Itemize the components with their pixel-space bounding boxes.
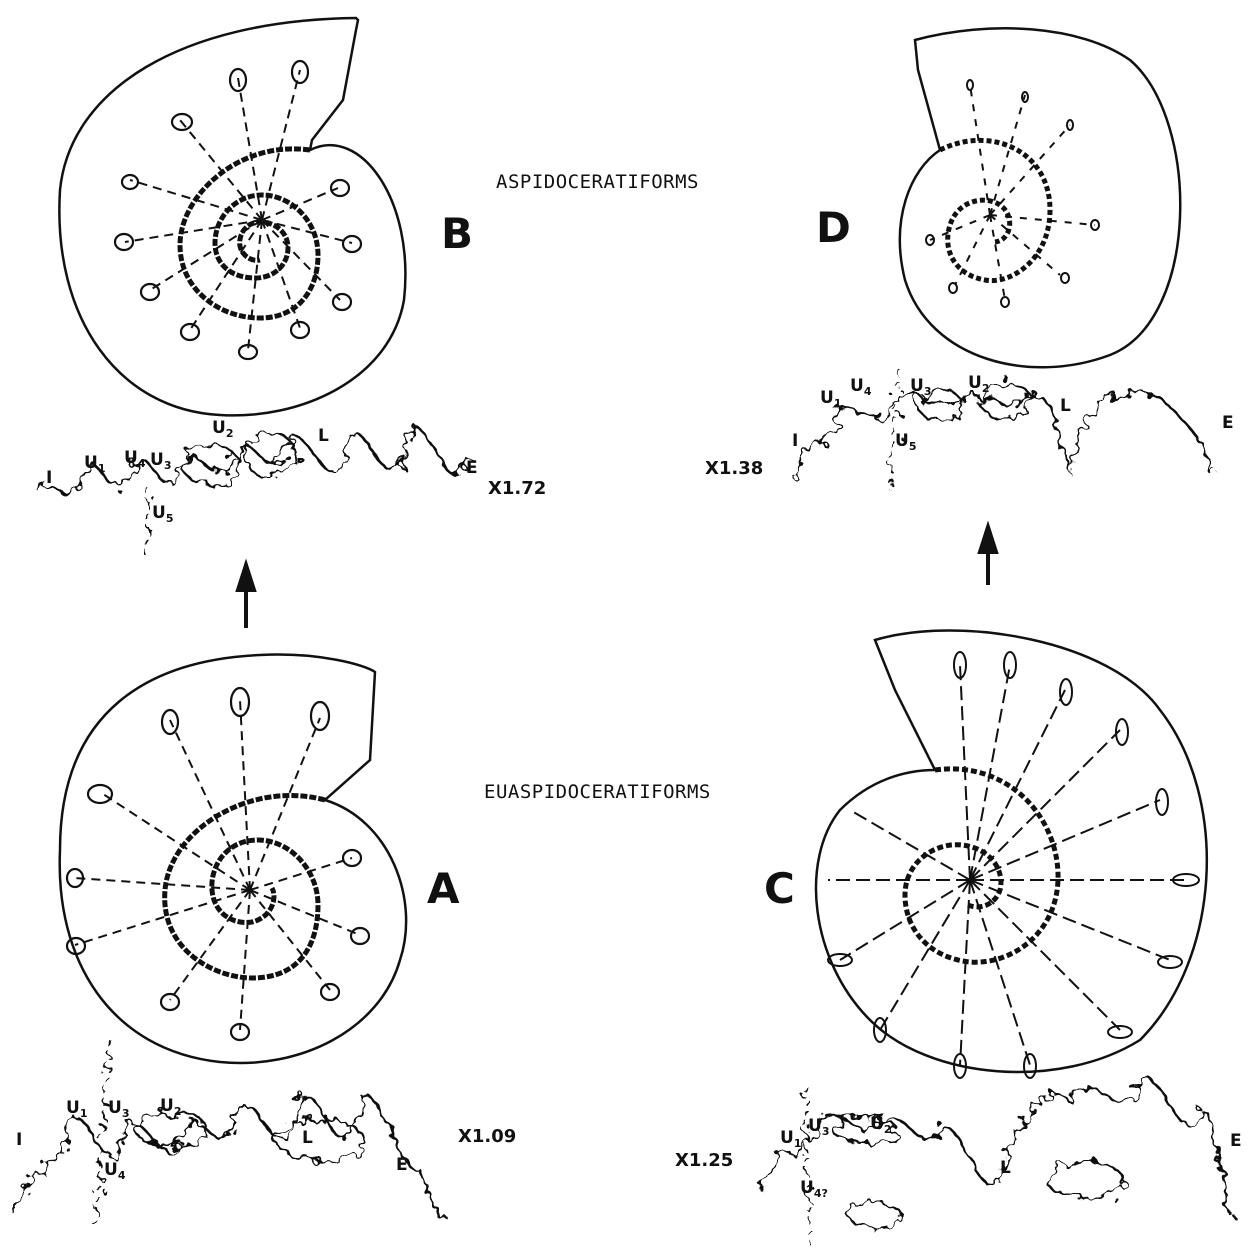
- suture-label-a-u3: U3: [108, 1100, 129, 1117]
- suture-label-d-e: E: [1222, 415, 1234, 432]
- suture-label-b-l: L: [318, 428, 329, 445]
- suture-label-c-l: L: [1000, 1160, 1011, 1177]
- group-label-lower: EUASPIDOCERATIFORMS: [484, 783, 711, 802]
- suture-label-a-u2: U2: [160, 1098, 181, 1115]
- suture-label-b-e: E: [466, 460, 478, 477]
- suture-label-b-u4: U4: [124, 450, 145, 467]
- suture-label-b-u3: U3: [150, 452, 171, 469]
- suture-label-d-u4: U4: [850, 378, 871, 395]
- suture-label-a-e: E: [396, 1157, 408, 1174]
- magnification-a: X1.09: [458, 1128, 516, 1146]
- suture-label-c-u3: U3: [808, 1118, 829, 1135]
- arrow-a-to-b: [238, 565, 254, 628]
- suture-label-a-u4: U4: [104, 1162, 125, 1179]
- ammonite-b: [59, 18, 405, 415]
- suture-label-a-i: I: [16, 1132, 22, 1149]
- suture-label-d-l: L: [1060, 398, 1071, 415]
- panel-letter-a: A: [427, 868, 460, 910]
- suture-label-c-u2: U2: [870, 1116, 891, 1133]
- suture-line-a: [15, 1040, 445, 1230]
- suture-label-a-l: L: [302, 1130, 313, 1147]
- suture-label-c-u4q: U4?: [800, 1180, 828, 1197]
- suture-label-b-i: I: [46, 470, 52, 487]
- arrow-c-to-d: [980, 527, 996, 585]
- panel-letter-c: C: [764, 868, 795, 910]
- panel-letter-b: B: [441, 213, 473, 255]
- suture-line-c: [760, 1077, 1230, 1245]
- magnification-d: X1.38: [705, 460, 763, 478]
- ammonite-d: [900, 28, 1180, 367]
- suture-line-b: [35, 428, 470, 555]
- magnification-b: X1.72: [488, 480, 546, 498]
- suture-label-c-u1: U1: [780, 1130, 801, 1147]
- suture-label-d-u5: U5: [895, 433, 916, 450]
- suture-label-d-u2: U2: [968, 375, 989, 392]
- suture-label-c-e: E: [1230, 1133, 1242, 1150]
- panel-letter-d: D: [816, 207, 851, 249]
- ammonite-a: [60, 655, 406, 1063]
- suture-label-a-u1: U1: [66, 1100, 87, 1117]
- ammonite-c: [816, 631, 1207, 1078]
- magnification-c: X1.25: [675, 1152, 733, 1170]
- suture-label-d-u3: U3: [910, 378, 931, 395]
- suture-label-b-u1: U1: [84, 455, 105, 472]
- suture-label-b-u2: U2: [212, 420, 233, 437]
- suture-label-d-u1: U1: [820, 390, 841, 407]
- group-label-upper: ASPIDOCERATIFORMS: [496, 173, 699, 192]
- suture-label-d-i: I: [792, 433, 798, 450]
- suture-label-b-u5: U5: [152, 505, 173, 522]
